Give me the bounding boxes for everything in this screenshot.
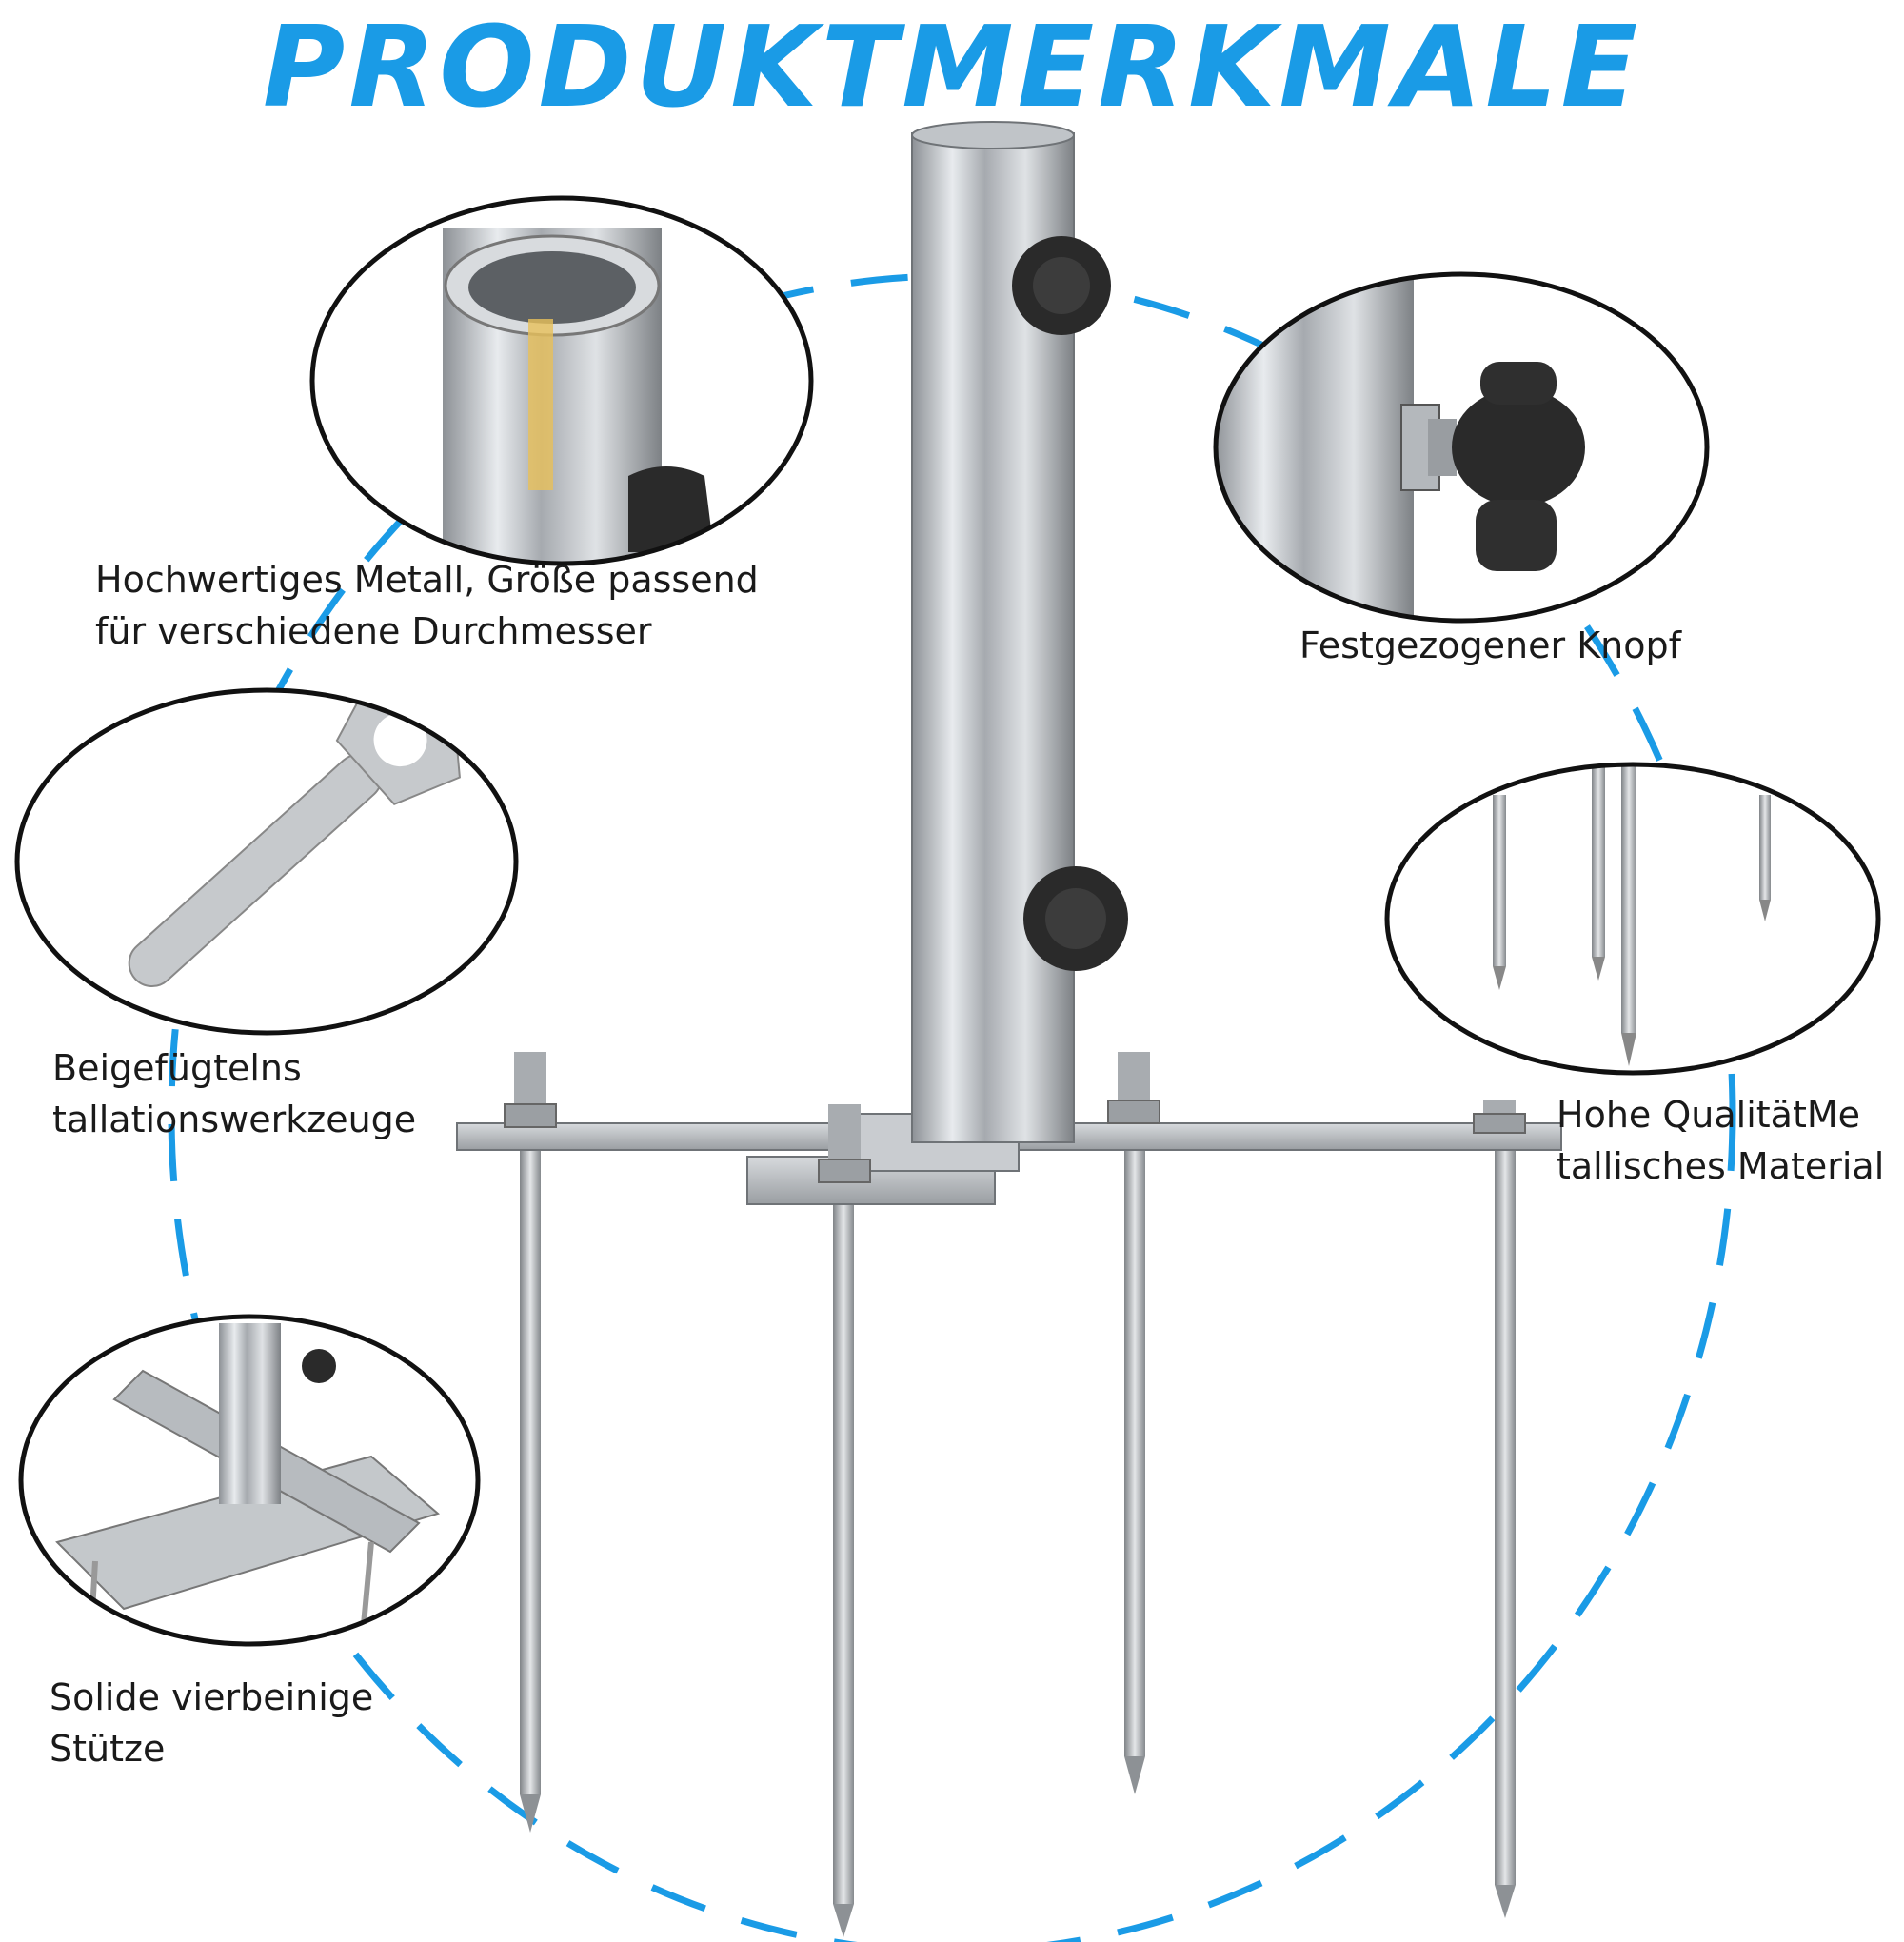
feature-label-quality-line2: tallisches Material (1557, 1145, 1885, 1187)
tube-closeup-icon (309, 195, 814, 566)
feature-label-metal-line2: für verschiedene Durchmesser (95, 610, 652, 652)
umbrella-holder-product (456, 121, 1562, 1937)
feature-label-knob-line1: Festgezogener Knopf (1299, 624, 1681, 666)
feature-label-support: Solide vierbeinige Stütze (50, 1672, 373, 1774)
cross-base-icon (18, 1314, 481, 1647)
feature-label-metal: Hochwertiges Metall, Größe passend für v… (95, 554, 759, 657)
feature-label-quality-line1: Hohe QualitätMe (1557, 1094, 1861, 1136)
feature-label-metal-line1: Hochwertiges Metall, Größe passend (95, 559, 759, 601)
feature-label-tools-line1: Beigefügtelns (52, 1047, 302, 1089)
feature-label-support-line2: Stütze (50, 1728, 166, 1770)
feature-label-tools-line2: tallationswerkzeuge (52, 1099, 417, 1140)
knob-closeup-icon (1213, 271, 1710, 624)
feature-label-support-line1: Solide vierbeinige (50, 1676, 374, 1718)
feature-label-knob: Festgezogener Knopf (1299, 620, 1681, 671)
feature-label-tools: Beigefügtelns tallationswerkzeuge (52, 1042, 416, 1145)
page-title: PRODUKTMERKMALE (262, 1, 1642, 132)
wrench-icon (14, 687, 519, 1036)
spikes-icon (1384, 762, 1881, 1076)
feature-label-quality: Hohe QualitätMe tallisches Material (1557, 1089, 1884, 1192)
